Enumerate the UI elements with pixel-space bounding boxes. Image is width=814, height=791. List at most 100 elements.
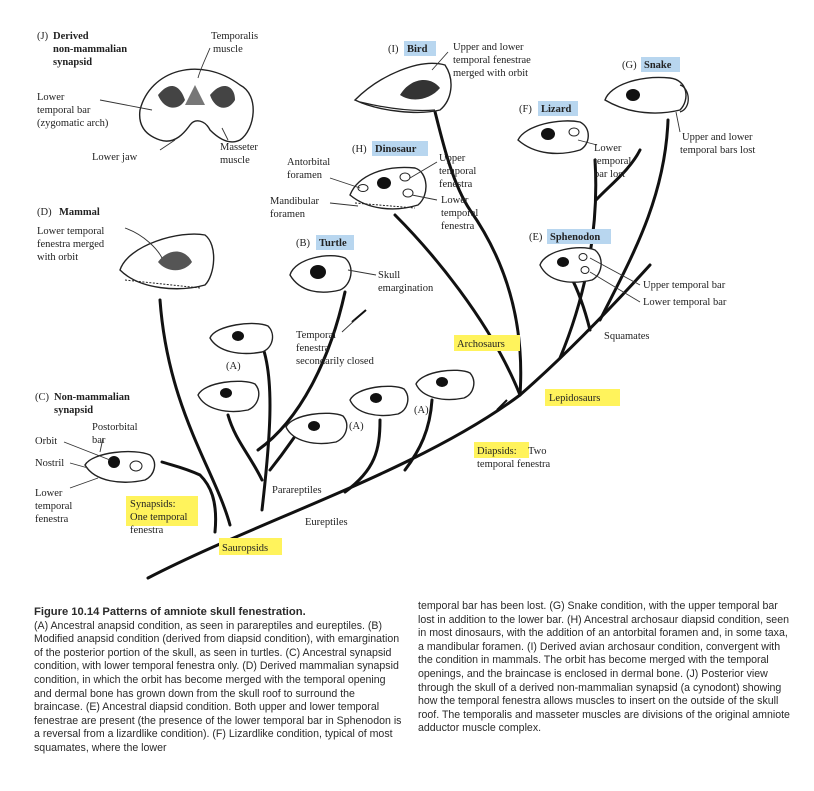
label-lower-temporal-bar: Lower temporal bar xyxy=(643,297,727,308)
panel-d-letter: (D) xyxy=(37,207,52,218)
panel-f-letter: (F) xyxy=(519,104,532,115)
panel-e-letter: (E) xyxy=(529,232,543,243)
label-h-lower-2: temporal xyxy=(441,208,478,219)
panel-a-letter-2: (A) xyxy=(349,421,364,432)
panel-i-note-2: temporal fenestrae xyxy=(453,55,531,66)
panel-b-note-1: Skull xyxy=(378,270,400,281)
label-h-upper-2: temporal xyxy=(439,166,476,177)
panel-h-letter: (H) xyxy=(352,144,367,155)
caption-right-text: temporal bar has been lost. (G) Snake co… xyxy=(418,600,790,735)
label-diapsids: Diapsids: xyxy=(477,446,517,457)
label-synapsids-note-1: One temporal xyxy=(130,512,188,523)
label-lepidosaurs: Lepidosaurs xyxy=(549,393,600,404)
panel-i-note-1: Upper and lower xyxy=(453,42,524,53)
label-temporal-closed-2: fenestra xyxy=(296,343,330,354)
phylogeny-tree xyxy=(146,98,670,580)
panel-i-note-3: merged with orbit xyxy=(453,68,528,79)
label-h-lower-3: fenestra xyxy=(441,221,475,232)
panel-j-letter: (J) xyxy=(37,31,49,42)
label-c-lower-2: temporal xyxy=(35,501,72,512)
label-h-upper-3: fenestra xyxy=(439,179,473,190)
label-c-lower-3: fenestra xyxy=(35,514,69,525)
skull-a-5 xyxy=(415,369,475,401)
skull-h-dinosaur xyxy=(349,166,427,210)
skull-b-turtle xyxy=(289,255,352,293)
skull-a-1 xyxy=(209,322,274,355)
caption-right-column: temporal bar has been lost. (G) Snake co… xyxy=(418,600,790,736)
label-lower-bar-2: temporal bar xyxy=(37,105,91,116)
panel-b-name: Turtle xyxy=(319,238,347,249)
label-squamates: Squamates xyxy=(604,331,650,342)
panel-d-note-1: Lower temporal xyxy=(37,226,104,237)
label-mandibular-2: foramen xyxy=(270,209,306,220)
label-lower-jaw: Lower jaw xyxy=(92,152,138,163)
label-antorbital-1: Antorbital xyxy=(287,157,330,168)
label-nostril: Nostril xyxy=(35,458,64,469)
panel-a-letter-3: (A) xyxy=(414,405,429,416)
skull-j-synapsid-posterior xyxy=(138,68,254,143)
panel-d-note-2: fenestra merged xyxy=(37,239,105,250)
label-temporalis-2: muscle xyxy=(213,44,243,55)
label-upper-temporal-bar: Upper temporal bar xyxy=(643,280,726,291)
panel-g-name: Snake xyxy=(644,60,672,71)
panel-i-letter: (I) xyxy=(388,44,399,55)
label-synapsids-note-2: fenestra xyxy=(130,525,164,536)
label-temporalis-1: Temporalis xyxy=(211,31,258,42)
panel-c-letter: (C) xyxy=(35,392,50,403)
panel-g-note-2: temporal bars lost xyxy=(680,145,755,156)
label-masseter-1: Masseter xyxy=(220,142,258,153)
caption-left-column: Figure 10.14 Patterns of amniote skull f… xyxy=(34,606,406,756)
caption-left-text: (A) Ancestral anapsid condition, as seen… xyxy=(34,619,402,754)
skull-a-4 xyxy=(349,385,409,417)
label-temporal-closed-3: secondarily closed xyxy=(296,356,375,367)
panel-b-letter: (B) xyxy=(296,238,311,249)
panel-c-line1: Non-mammalian xyxy=(54,392,130,403)
panel-j-line1: Derived xyxy=(53,31,89,42)
panel-e-name: Sphenodon xyxy=(550,232,600,243)
panel-f-name: Lizard xyxy=(541,104,571,115)
label-orbit: Orbit xyxy=(35,436,57,447)
label-mandibular-1: Mandibular xyxy=(270,196,319,207)
panel-a-letter-1: (A) xyxy=(226,361,241,372)
skull-a-3 xyxy=(285,412,348,445)
label-postorbital-2: bar xyxy=(92,435,106,446)
label-archosaurs: Archosaurs xyxy=(457,339,505,350)
label-postorbital-1: Postorbital xyxy=(92,422,138,433)
label-temporal-closed-1: Temporal xyxy=(296,330,336,341)
label-diapsids-note-1: Two xyxy=(528,446,547,457)
leader-lines xyxy=(63,47,681,489)
skull-f-lizard xyxy=(517,120,589,155)
skull-e-sphenodon xyxy=(539,247,602,283)
label-masseter-2: muscle xyxy=(220,155,250,166)
label-lower-bar-3: (zygomatic arch) xyxy=(37,118,109,129)
panel-g-note-1: Upper and lower xyxy=(682,132,753,143)
caption-title: Figure 10.14 Patterns of amniote skull f… xyxy=(34,606,306,618)
panel-j-line2: non-mammalian xyxy=(53,44,127,55)
panel-g-letter: (G) xyxy=(622,60,637,71)
label-lower-bar-1: Lower xyxy=(37,92,65,103)
label-synapsids: Synapsids: xyxy=(130,499,176,510)
skull-g-snake xyxy=(604,76,689,114)
panel-c-line2: synapsid xyxy=(54,405,93,416)
label-parareptiles: Parareptiles xyxy=(272,485,322,496)
skull-d-mammal xyxy=(119,233,215,290)
label-eureptiles: Eureptiles xyxy=(305,517,348,528)
label-h-lower-1: Lower xyxy=(441,195,469,206)
label-h-upper-1: Upper xyxy=(439,153,466,164)
panel-b-note-2: emargination xyxy=(378,283,434,294)
skull-i-bird xyxy=(353,62,452,114)
panel-i-name: Bird xyxy=(407,44,428,55)
phylogeny-diagram: (J) Derived non-mammalian synapsid Tempo… xyxy=(35,31,755,580)
panel-h-name: Dinosaur xyxy=(375,144,417,155)
panel-f-note-3: bar lost xyxy=(594,169,625,180)
label-c-lower-1: Lower xyxy=(35,488,63,499)
skull-a-2 xyxy=(197,380,260,413)
label-antorbital-2: foramen xyxy=(287,170,323,181)
panel-d-note-3: with orbit xyxy=(37,252,78,263)
panel-d-name: Mammal xyxy=(59,207,100,218)
panel-j-line3: synapsid xyxy=(53,57,92,68)
panel-f-note-1: Lower xyxy=(594,143,622,154)
skull-c-synapsid xyxy=(84,450,156,483)
label-sauropsids: Sauropsids xyxy=(222,543,268,554)
label-diapsids-note-2: temporal fenestra xyxy=(477,459,551,470)
